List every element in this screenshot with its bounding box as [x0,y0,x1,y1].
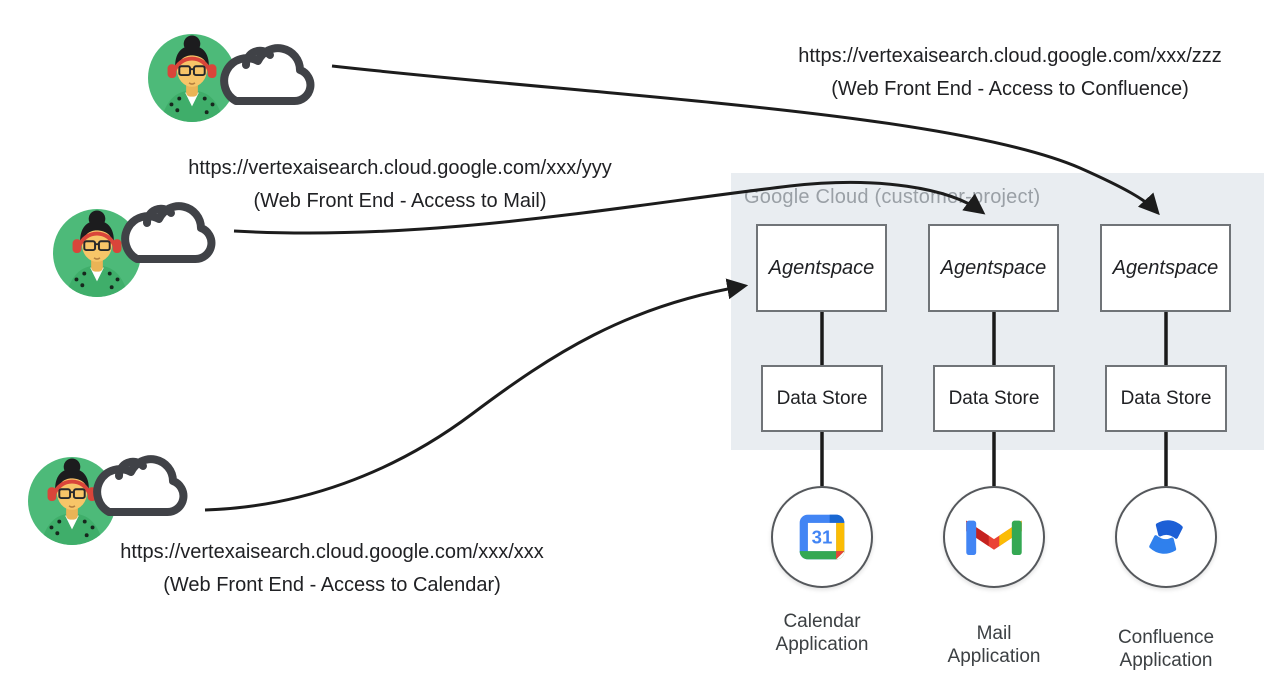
calendar-app-circle: 31 [771,486,873,588]
mail-access-url: https://vertexaisearch.cloud.google.com/… [188,157,612,179]
agentspace-box-calendar: Agentspace [756,224,887,312]
calendar-app-label: Calendar Application [775,611,869,655]
cloud-icon [93,455,188,516]
mail-access-url-block: https://vertexaisearch.cloud.google.com/… [170,152,630,218]
data-store-box-calendar: Data Store [761,365,883,432]
confluence-access-url: https://vertexaisearch.cloud.google.com/… [798,45,1222,67]
confluence-access-url-block: https://vertexaisearch.cloud.google.com/… [780,40,1240,106]
data-store-box-mail: Data Store [933,365,1055,432]
google-calendar-icon: 31 [799,514,845,560]
cloud-icon [220,44,315,105]
cloud-icon [121,202,216,263]
calendar-access-url-block: https://vertexaisearch.cloud.google.com/… [102,536,562,602]
confluence-app-circle [1115,486,1217,588]
data-store-box-confluence: Data Store [1105,365,1227,432]
agentspace-label: Agentspace [768,256,875,279]
arrow-user3-to-agentspace-calendar [204,278,749,512]
mail-app-circle [943,486,1045,588]
data-store-label: Data Store [1120,387,1212,409]
calendar-access-caption: (Web Front End - Access to Calendar) [163,574,501,596]
user-avatar-icon [28,457,116,545]
google-cloud-container-label: Google Cloud (customer-project) [744,186,1041,208]
agentspace-box-confluence: Agentspace [1100,224,1231,312]
gmail-icon [966,520,1022,555]
user-avatar-icon [148,34,236,122]
mail-app-label: Mail Application [947,623,1041,667]
confluence-icon [1149,520,1183,554]
calendar-access-url: https://vertexaisearch.cloud.google.com/… [120,541,544,563]
confluence-app-label: Confluence Application [1117,627,1215,671]
agentspace-label: Agentspace [1112,256,1219,279]
agentspace-label: Agentspace [940,256,1047,279]
mail-access-caption: (Web Front End - Access to Mail) [253,190,547,212]
agentspace-box-mail: Agentspace [928,224,1059,312]
user-avatar-icon [53,209,141,297]
data-store-label: Data Store [776,387,868,409]
data-store-label: Data Store [948,387,1040,409]
svg-text:31: 31 [812,526,833,547]
confluence-access-caption: (Web Front End - Access to Confluence) [831,78,1189,100]
